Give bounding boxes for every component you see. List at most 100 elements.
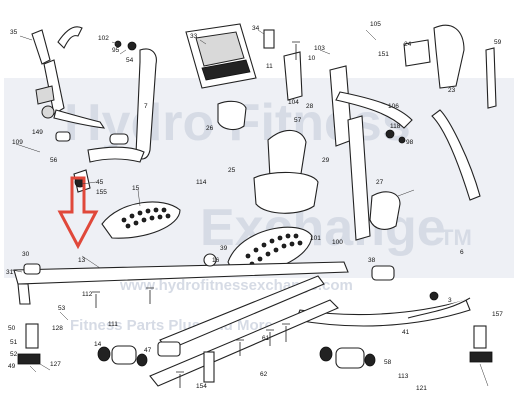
callout: 56 <box>50 157 58 164</box>
left-bracket <box>35 85 55 105</box>
bolt-54-right <box>429 291 439 301</box>
callout: 33 <box>190 33 198 40</box>
callout: 118 <box>390 123 401 130</box>
callout: 25 <box>228 167 236 174</box>
callout: 109 <box>12 139 23 146</box>
callout: 6 <box>460 249 464 256</box>
frame-post <box>203 351 215 383</box>
callout: 95 <box>112 47 120 54</box>
callout: 50 <box>8 325 16 332</box>
shroud-27 <box>369 191 401 230</box>
frame <box>149 299 339 387</box>
bushing-left <box>55 131 71 142</box>
foot-pad <box>157 341 181 357</box>
right-upright <box>347 115 371 241</box>
callout: 34 <box>252 25 260 32</box>
leveler-right <box>469 351 493 363</box>
callout: 3 <box>448 297 452 304</box>
callout: 11 <box>266 63 273 70</box>
callout: 47 <box>144 347 152 354</box>
base-frame <box>149 299 339 387</box>
callout: 16 <box>212 257 220 264</box>
callout: 7 <box>144 103 148 110</box>
right-upper-arm <box>403 24 497 201</box>
left-arm-cap <box>127 41 137 51</box>
left-pedal <box>101 201 181 239</box>
bearings <box>55 129 439 369</box>
callout: 30 <box>22 251 30 258</box>
callout: 51 <box>10 339 18 346</box>
callout: 154 <box>196 383 207 390</box>
left-upper-arm <box>31 26 106 129</box>
callout: 24 <box>404 41 412 48</box>
bearing-47-right <box>319 346 333 362</box>
callout: 54 <box>126 57 134 64</box>
callout: 38 <box>368 257 376 264</box>
callout: 157 <box>492 311 503 318</box>
callout: 101 <box>310 235 321 242</box>
roller-45-left <box>111 345 137 365</box>
callout: 41 <box>402 329 410 336</box>
callout: 104 <box>288 99 299 106</box>
callout: 128 <box>52 325 63 332</box>
roller-38 <box>371 265 395 281</box>
callout: 102 <box>98 35 109 42</box>
console-display <box>195 31 245 67</box>
callout: 29 <box>322 157 330 164</box>
callout: 58 <box>384 359 392 366</box>
callout: 31 <box>6 269 14 276</box>
callout: 100 <box>332 239 343 246</box>
callout: 98 <box>406 139 414 146</box>
mast-brace <box>335 91 413 129</box>
console <box>185 23 257 89</box>
left-grip <box>31 29 51 65</box>
cup-holder <box>217 100 247 131</box>
end-cap-30 <box>23 263 41 275</box>
callout: 57 <box>294 117 302 124</box>
callout: 13 <box>78 257 86 264</box>
right-arm-tube <box>431 109 481 201</box>
wheel-39 <box>203 253 217 267</box>
callout: 114 <box>196 179 207 186</box>
callout: 155 <box>96 189 107 196</box>
callout: 52 <box>10 351 18 358</box>
callout: 105 <box>370 21 381 28</box>
callout: 10 <box>308 55 316 62</box>
bushing-118 <box>385 129 395 139</box>
roller-45-right <box>335 347 365 369</box>
leader-lines <box>11 29 489 387</box>
left-arm-end <box>17 283 31 305</box>
callout: 45 <box>96 179 104 186</box>
callout: 121 <box>416 385 427 392</box>
watermark-tm: TM <box>440 225 472 250</box>
right-grip <box>485 47 497 109</box>
callouts: 35 102 95 54 33 34 105 59 24 25 151 103 … <box>6 21 503 392</box>
watermark-tagline: Fitness Parts Plus And More <box>70 317 273 334</box>
screws <box>92 41 300 388</box>
callout: 23 <box>448 87 456 94</box>
right-handle-cover <box>433 24 465 89</box>
callout: 111 <box>108 321 118 328</box>
callout: 113 <box>398 373 409 380</box>
callout: 62 <box>260 371 268 378</box>
callout: 49 <box>8 363 16 370</box>
callout: 106 <box>388 103 399 110</box>
lower-shroud <box>253 171 319 214</box>
bushing-56 <box>109 133 129 145</box>
callout: 151 <box>378 51 389 58</box>
right-arm-curve <box>407 297 471 319</box>
callout: 127 <box>50 361 61 368</box>
upper-link-left <box>87 146 145 163</box>
console-keypad <box>201 59 251 81</box>
callout: 28 <box>306 103 314 110</box>
right-crank-arm <box>295 299 471 327</box>
washer-98 <box>398 136 406 144</box>
bearing-58-right <box>364 353 376 367</box>
callout: 14 <box>94 341 102 348</box>
mast-cap <box>263 29 275 49</box>
left-arm-link <box>53 109 106 129</box>
callout: 27 <box>376 179 384 186</box>
leveler-bracket-left <box>25 323 39 349</box>
bearing-58-left <box>136 353 148 367</box>
